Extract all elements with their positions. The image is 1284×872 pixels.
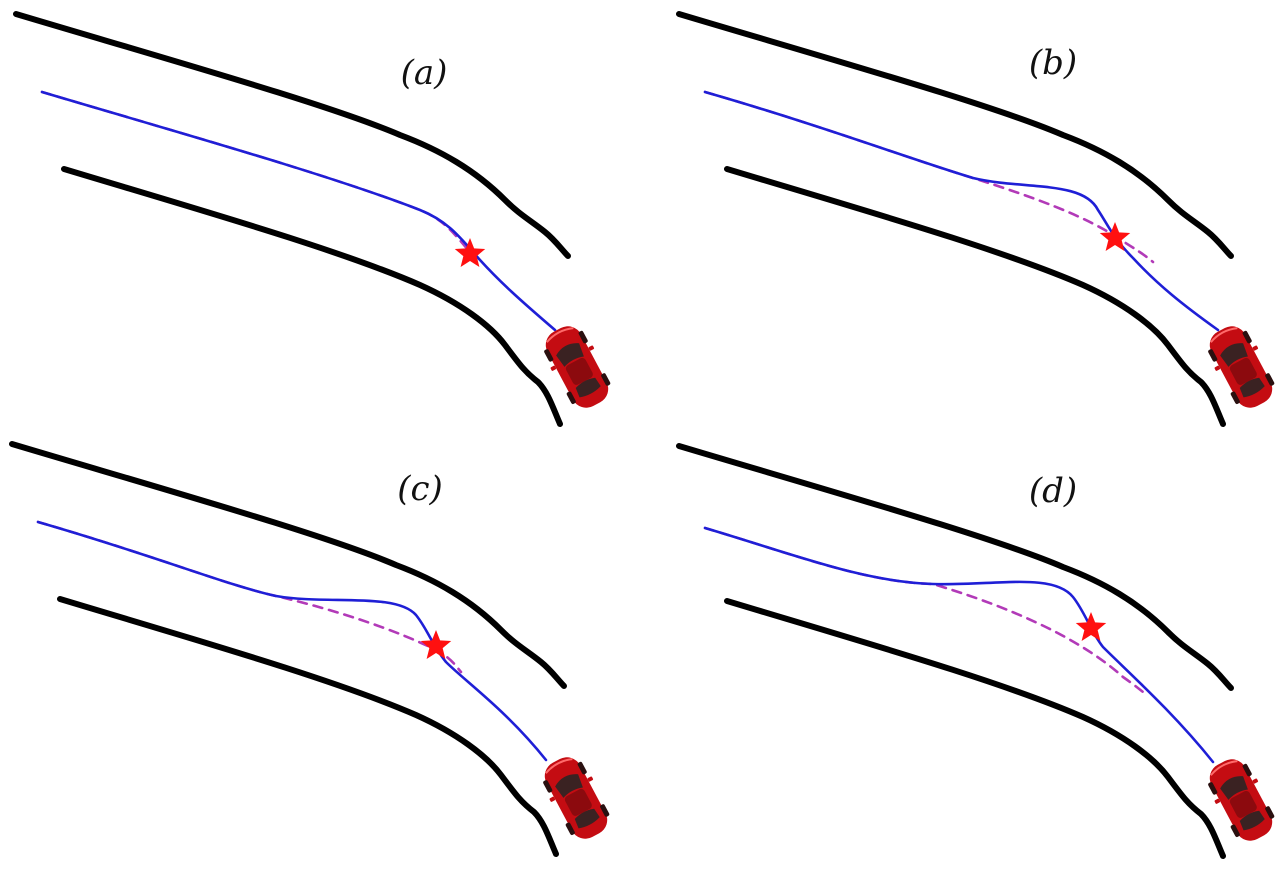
panel-a: (a)	[13, 11, 619, 427]
road-outer-edge	[676, 11, 1234, 259]
road-outer-edge	[13, 11, 571, 259]
road-inner-edge	[724, 166, 1226, 427]
panel-label-d: (d)	[1029, 471, 1077, 511]
road-outer-edge	[676, 443, 1234, 691]
star-icon	[420, 630, 452, 659]
panel-label-a: (a)	[401, 53, 448, 93]
panel-c: (c)	[9, 441, 618, 857]
road-inner-edge	[724, 598, 1226, 859]
actual-path	[36, 520, 548, 762]
actual-path	[703, 90, 1220, 332]
star-icon	[454, 238, 486, 267]
star-icon	[1099, 222, 1131, 251]
panel-b: (b)	[676, 11, 1283, 427]
reference-path	[703, 526, 1145, 694]
road-inner-edge	[61, 166, 563, 427]
panel-label-c: (c)	[397, 469, 443, 509]
road-inner-edge	[57, 596, 559, 857]
reference-path	[36, 520, 463, 674]
panel-d: (d)	[676, 443, 1283, 859]
star-icon	[1075, 612, 1107, 641]
road-outer-edge	[9, 441, 567, 689]
panel-label-b: (b)	[1029, 43, 1077, 83]
reference-path	[703, 90, 1155, 264]
actual-path	[703, 526, 1215, 764]
actual-path	[40, 90, 557, 332]
